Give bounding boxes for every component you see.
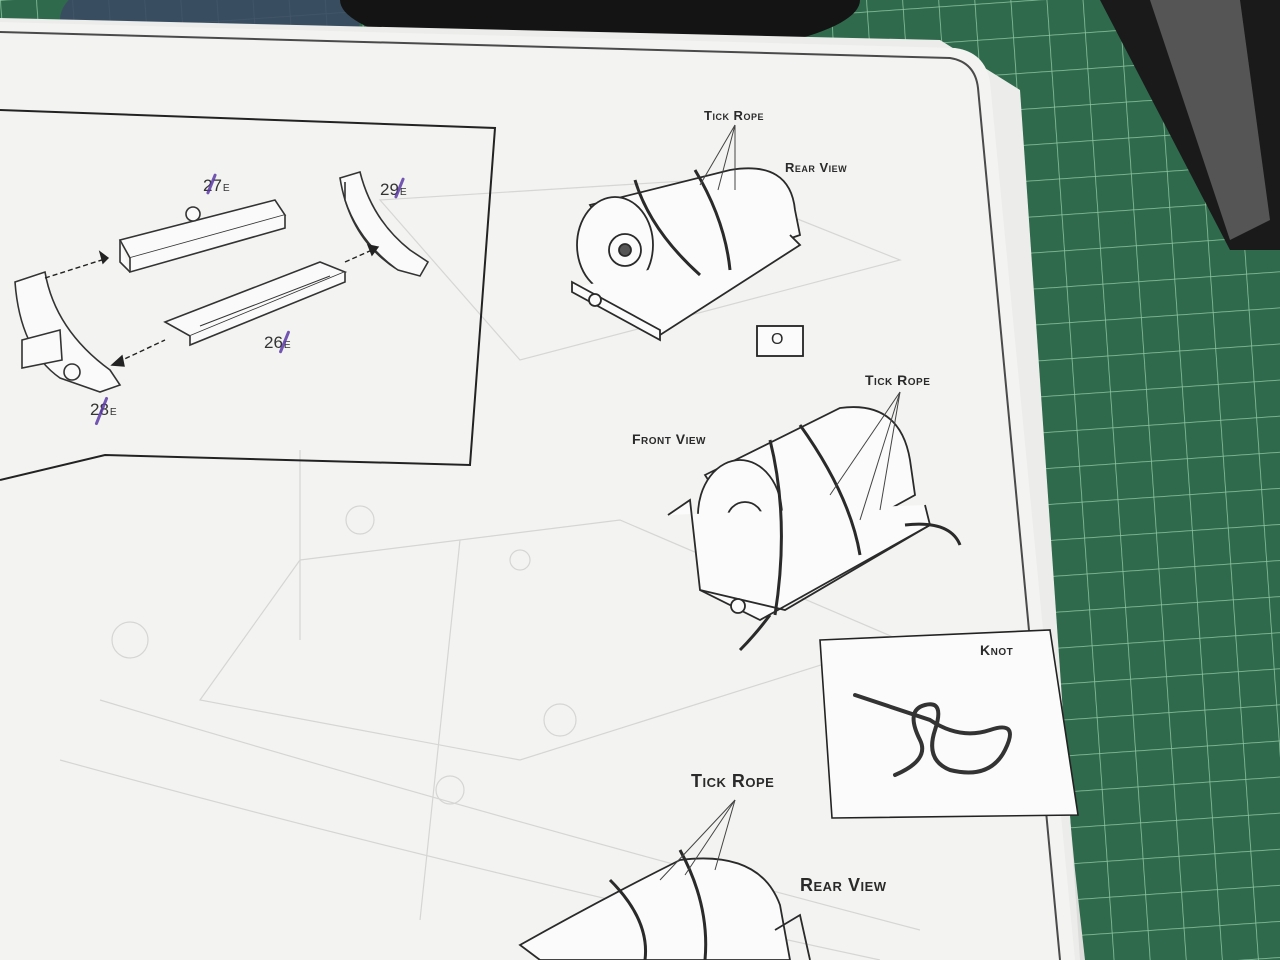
tank-front-view — [667, 406, 962, 652]
callout-tick-rope-bottom: Tick Rope — [691, 771, 775, 791]
callout-knot: Knot — [980, 642, 1014, 658]
knot-drawing — [853, 693, 1012, 777]
tank-rear-view-bottom — [518, 849, 811, 960]
callout-tick-rope-middle: Tick Rope — [865, 372, 931, 388]
part-label-26: 26E — [264, 333, 291, 352]
part-29-drawing — [339, 170, 430, 277]
callout-rear-view-bottom: Rear View — [800, 875, 887, 895]
symbol-marker-box — [756, 325, 804, 357]
tank-rear-view-top — [571, 167, 802, 342]
parts-diagram-box — [0, 109, 497, 481]
symbol-marker: O — [771, 331, 784, 348]
part-27-drawing — [118, 199, 287, 274]
part-28-drawing — [14, 270, 122, 393]
callout-front-view: Front View — [632, 431, 706, 447]
part-26-drawing — [163, 261, 348, 347]
callout-rear-view-top: Rear View — [785, 160, 848, 175]
knot-inset — [819, 629, 1079, 819]
callout-tick-rope-top: Tick Rope — [704, 108, 764, 123]
paper-page — [0, 22, 1075, 960]
